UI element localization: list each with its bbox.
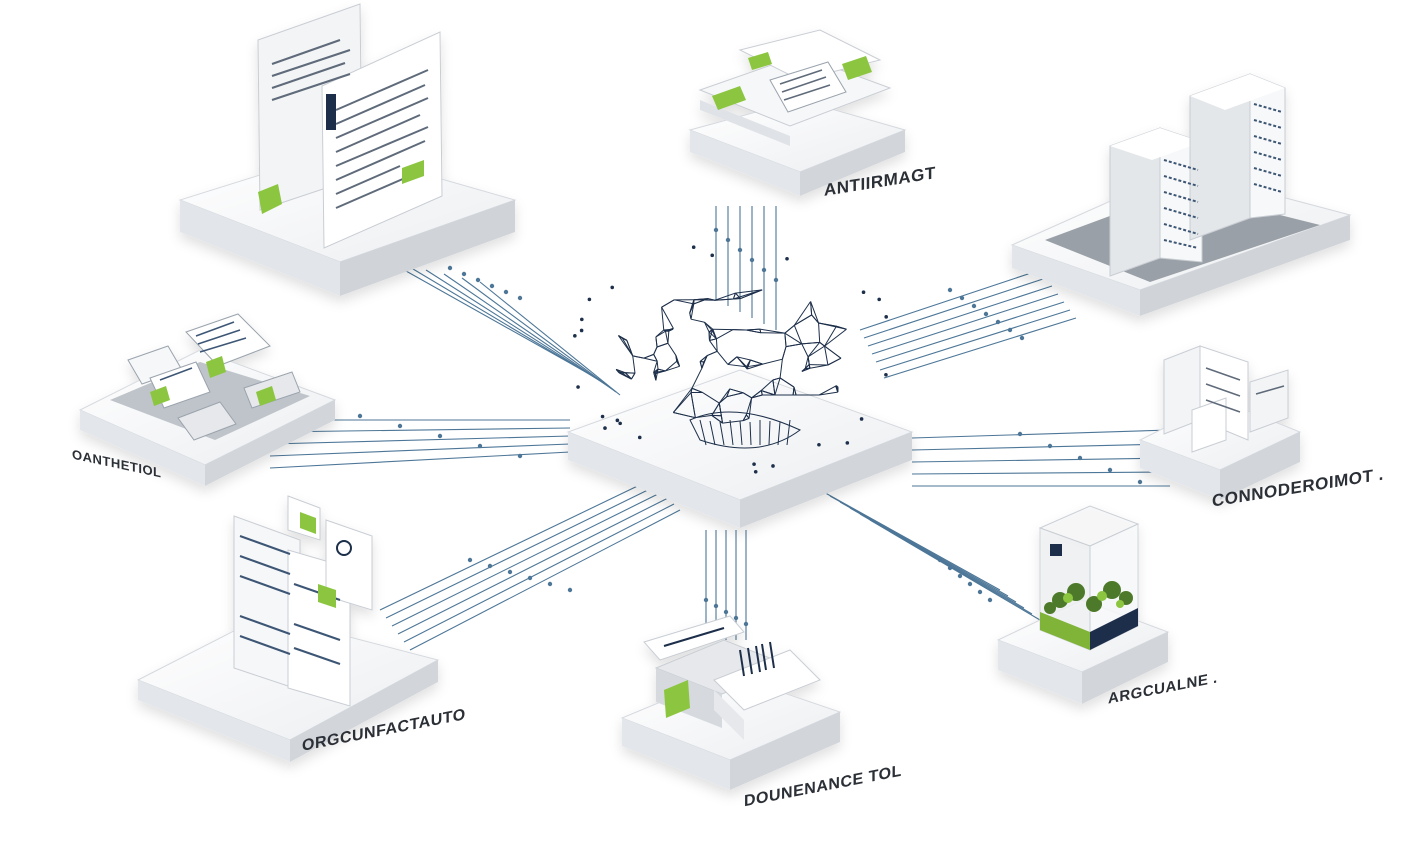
card-stack-icon xyxy=(688,29,907,196)
connection-line xyxy=(379,479,651,611)
connection-line xyxy=(443,273,613,390)
connection-node xyxy=(713,227,719,233)
connection-node xyxy=(947,287,953,293)
connection-node xyxy=(517,295,523,301)
brain-network-icon xyxy=(573,245,888,474)
connection-node xyxy=(1047,443,1053,449)
connection-node xyxy=(977,589,983,595)
connection-node xyxy=(357,413,363,419)
connection-node xyxy=(517,453,523,459)
device-rack-icon xyxy=(1138,345,1302,500)
connection-node xyxy=(467,557,473,563)
connection-node xyxy=(743,621,749,627)
connection-node xyxy=(1077,455,1083,461)
connection-node xyxy=(761,267,767,273)
scanner-device-icon xyxy=(620,615,842,790)
connection-node xyxy=(437,433,443,439)
connection-line xyxy=(269,443,571,457)
connection-node xyxy=(983,311,989,317)
connection-node xyxy=(477,443,483,449)
hub-platform xyxy=(566,369,914,528)
connection-node xyxy=(567,587,573,593)
connection-line xyxy=(409,509,681,651)
connection-node xyxy=(1137,479,1143,485)
connection-node xyxy=(1107,467,1113,473)
connection-node xyxy=(733,615,739,621)
connection-line xyxy=(911,457,1171,463)
connection-line xyxy=(883,317,1077,379)
connection-line xyxy=(867,285,1053,347)
connection-node xyxy=(723,609,729,615)
connection-node xyxy=(713,603,719,609)
connection-node xyxy=(1019,335,1025,341)
connection-line xyxy=(911,443,1171,451)
connection-node xyxy=(703,597,709,603)
connection-node xyxy=(773,277,779,283)
plant-container-icon xyxy=(996,505,1170,704)
connection-line xyxy=(425,269,609,387)
connection-line xyxy=(391,491,663,627)
connection-line xyxy=(397,497,669,635)
connection-node xyxy=(959,295,965,301)
connection-line xyxy=(875,301,1065,363)
connection-line xyxy=(461,277,617,393)
connection-node xyxy=(737,247,743,253)
connection-node xyxy=(547,581,553,587)
connection-line xyxy=(859,269,1041,331)
connection-node xyxy=(1017,431,1023,437)
connection-node xyxy=(447,265,453,271)
connection-line xyxy=(269,435,571,445)
connection-line xyxy=(269,427,571,433)
connection-line xyxy=(911,429,1171,439)
connection-node xyxy=(397,423,403,429)
connection-node xyxy=(725,237,731,243)
connection-node xyxy=(461,271,467,277)
connection-line xyxy=(403,503,675,643)
connection-lines xyxy=(269,206,1171,651)
connection-line xyxy=(407,265,605,384)
connection-node xyxy=(967,581,973,587)
connection-node xyxy=(995,319,1001,325)
connection-line xyxy=(911,471,1171,475)
connection-line xyxy=(385,485,657,619)
form-panels-icon xyxy=(136,495,440,762)
connection-line xyxy=(479,281,621,396)
connection-node xyxy=(507,569,513,575)
connection-node xyxy=(987,597,993,603)
connection-node xyxy=(971,303,977,309)
connection-line xyxy=(879,309,1071,371)
connection-node xyxy=(475,277,481,283)
connection-node xyxy=(749,257,755,263)
connection-node xyxy=(1007,327,1013,333)
connection-node xyxy=(489,283,495,289)
connection-line xyxy=(871,293,1059,355)
connection-line xyxy=(869,519,1041,621)
module-cluster-icon xyxy=(78,313,337,486)
document-stack-icon xyxy=(178,3,517,296)
connection-node xyxy=(503,289,509,295)
server-tower-icon xyxy=(1010,73,1352,316)
connection-node xyxy=(957,573,963,579)
connection-line xyxy=(863,277,1047,339)
connection-node xyxy=(487,563,493,569)
